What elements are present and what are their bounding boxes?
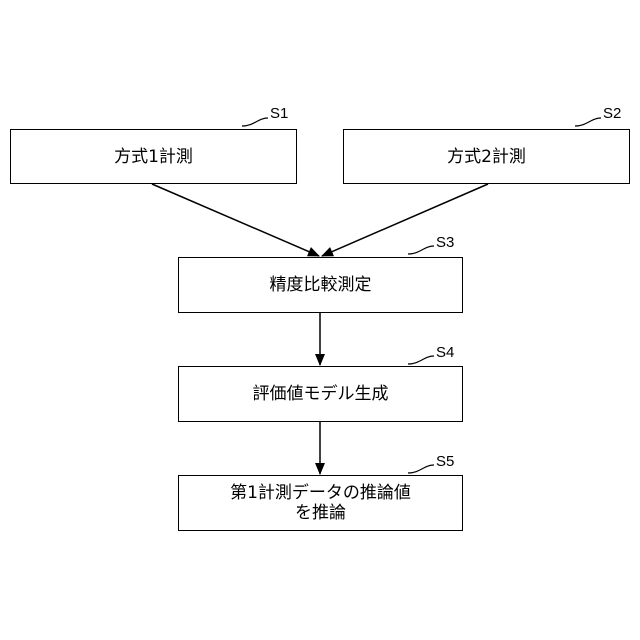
leader-line-s2 <box>575 118 601 126</box>
step-box-s5: 第1計測データの推論値 を推論 <box>178 475 463 531</box>
step-box-s4: 評価値モデル生成 <box>178 366 463 422</box>
step-box-s1: 方式1計測 <box>10 129 297 184</box>
leader-line-s1 <box>242 118 268 126</box>
step-box-s3: 精度比較測定 <box>178 257 463 313</box>
step-label-s2: S2 <box>603 106 621 122</box>
step-box-s3-text: 精度比較測定 <box>270 275 372 295</box>
leader-line-s3 <box>408 246 434 254</box>
leader-line-s4 <box>408 356 434 364</box>
step-box-s5-text-line1: 第1計測データの推論値 <box>230 483 411 503</box>
step-label-s5: S5 <box>436 454 454 470</box>
step-label-s1: S1 <box>270 106 288 122</box>
step-box-s2-text: 方式2計測 <box>447 147 526 167</box>
arrow-s1-to-s3 <box>152 184 319 256</box>
step-box-s2: 方式2計測 <box>343 129 630 184</box>
step-box-s5-text-line2: を推論 <box>230 503 411 523</box>
step-label-s3: S3 <box>436 235 454 251</box>
step-label-s4: S4 <box>436 345 454 361</box>
arrow-s2-to-s3 <box>322 184 488 256</box>
step-box-s4-text: 評価値モデル生成 <box>253 384 389 404</box>
step-box-s5-text: 第1計測データの推論値 を推論 <box>230 483 411 523</box>
step-box-s1-text: 方式1計測 <box>114 147 193 167</box>
leader-line-s5 <box>408 465 434 473</box>
